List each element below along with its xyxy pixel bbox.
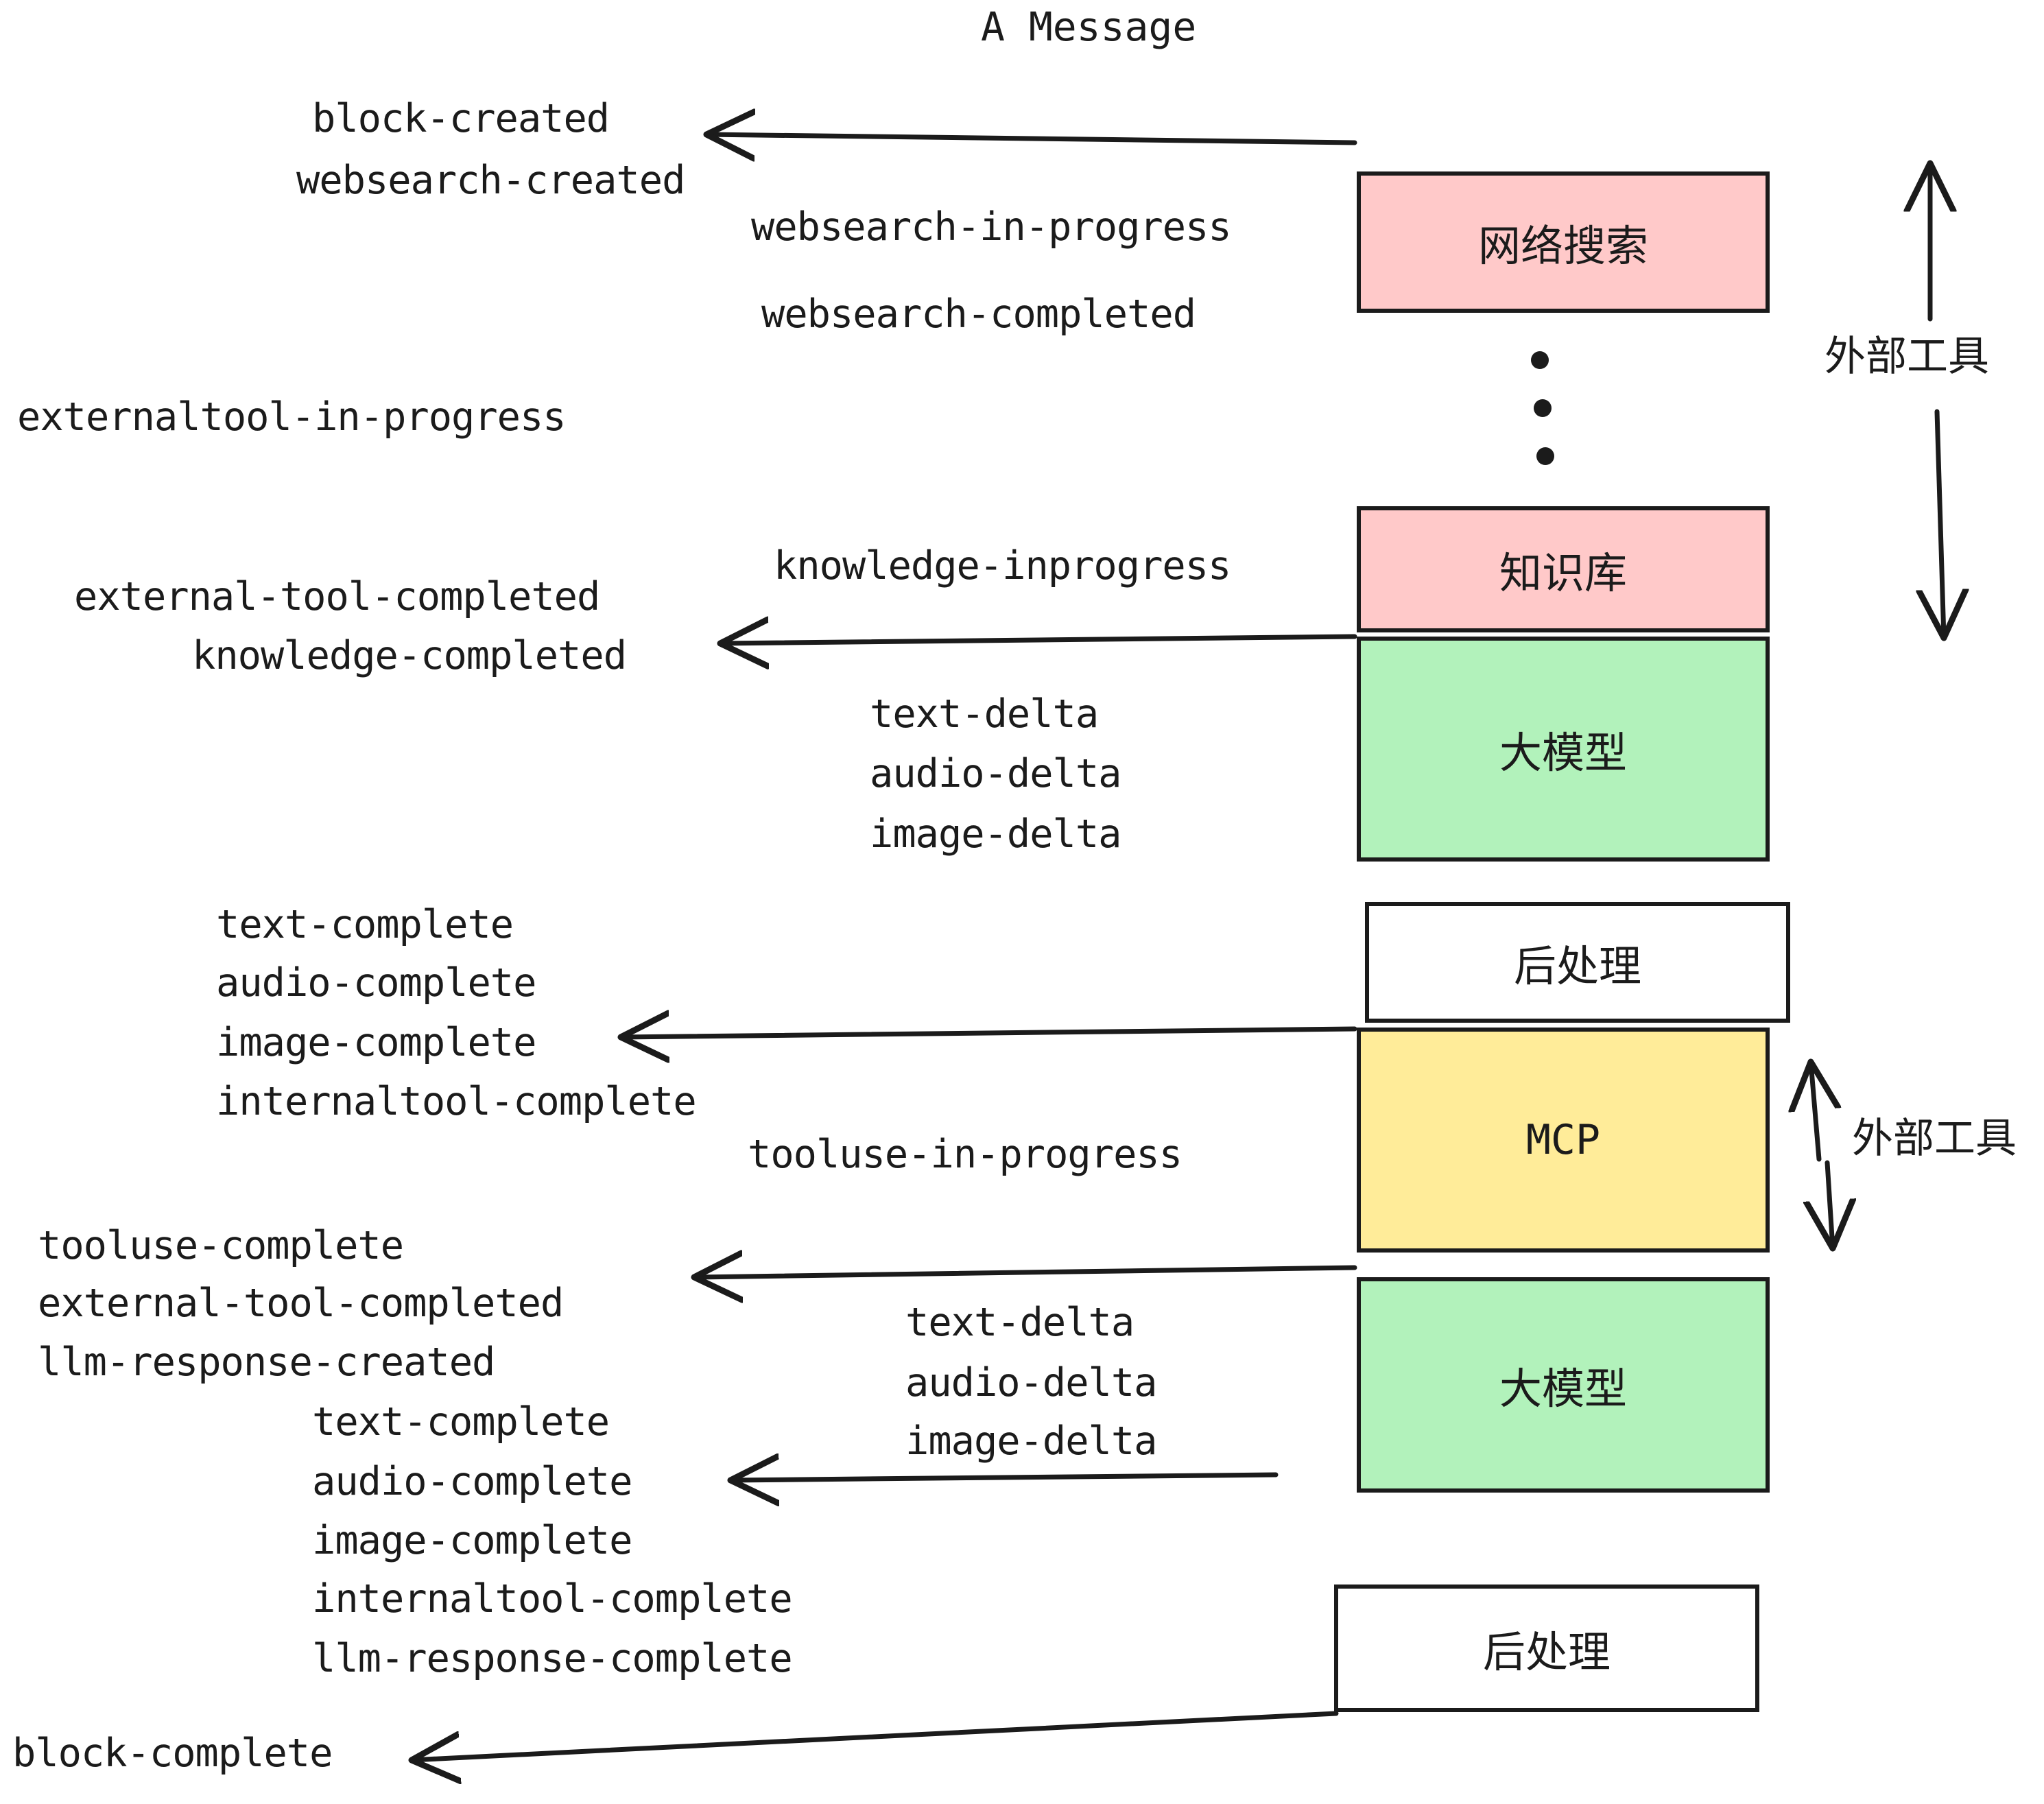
node-box[interactable]: 大模型 bbox=[1357, 637, 1770, 862]
event-label: llm-response-created bbox=[38, 1340, 495, 1385]
event-label: block-complete bbox=[12, 1731, 333, 1776]
llm2-to-audio-complete bbox=[730, 1475, 1279, 1480]
event-label: external-tool-completed bbox=[38, 1281, 564, 1326]
event-label: llm-response-complete bbox=[312, 1636, 793, 1681]
event-label: external-tool-completed bbox=[74, 574, 600, 619]
event-label: image-complete bbox=[216, 1020, 536, 1065]
node-box[interactable]: 后处理 bbox=[1365, 902, 1790, 1023]
event-label: text-complete bbox=[216, 902, 514, 947]
event-label: text-delta bbox=[905, 1300, 1134, 1345]
event-label: audio-delta bbox=[905, 1360, 1157, 1405]
node-box-label: 后处理 bbox=[1513, 941, 1641, 991]
websearch-to-block-created bbox=[706, 134, 1357, 143]
node-box[interactable]: 后处理 bbox=[1334, 1585, 1759, 1712]
event-label: externaltool-in-progress bbox=[17, 394, 567, 440]
scope-label: 外部工具 bbox=[1825, 333, 1989, 381]
ellipsis-dot bbox=[1536, 447, 1554, 465]
event-label: image-delta bbox=[870, 811, 1121, 857]
event-label: knowledge-completed bbox=[192, 633, 627, 678]
node-box[interactable]: 网络搜索 bbox=[1357, 171, 1770, 313]
external-tool-scope-down bbox=[1937, 409, 1944, 638]
node-box[interactable]: 大模型 bbox=[1357, 1277, 1770, 1493]
llm2-to-tooluse-complete bbox=[694, 1268, 1357, 1277]
node-box-label: 网络搜索 bbox=[1477, 221, 1648, 271]
event-label: websearch-completed bbox=[761, 292, 1196, 337]
llm-to-knowledge-completed bbox=[720, 637, 1357, 643]
event-label: image-complete bbox=[312, 1518, 632, 1563]
scope-label: 外部工具 bbox=[1852, 1115, 2017, 1163]
event-label: audio-complete bbox=[216, 960, 536, 1006]
event-label: tooluse-complete bbox=[38, 1223, 404, 1268]
event-label: tooluse-in-progress bbox=[748, 1132, 1183, 1177]
event-label: audio-delta bbox=[870, 751, 1121, 796]
external-tool2-scope-down bbox=[1827, 1160, 1833, 1248]
event-label: text-delta bbox=[870, 691, 1099, 737]
node-box-label: 大模型 bbox=[1499, 728, 1627, 778]
event-label: image-delta bbox=[905, 1419, 1157, 1464]
event-label: block-created bbox=[312, 96, 610, 141]
node-box[interactable]: 知识库 bbox=[1357, 506, 1770, 632]
event-label: websearch-created bbox=[296, 158, 685, 203]
mcp-to-image-complete bbox=[621, 1029, 1357, 1037]
diagram-title: A Message bbox=[981, 3, 1197, 50]
node-box-label: 知识库 bbox=[1499, 548, 1627, 598]
node-box-label: 大模型 bbox=[1499, 1364, 1627, 1414]
node-box[interactable]: MCP bbox=[1357, 1028, 1770, 1253]
event-label: knowledge-inprogress bbox=[774, 543, 1231, 589]
ellipsis-dot bbox=[1534, 399, 1552, 417]
event-label: text-complete bbox=[312, 1399, 610, 1445]
postprocess-to-block-complete bbox=[412, 1711, 1339, 1760]
event-label: audio-complete bbox=[312, 1459, 632, 1504]
node-box-label: 后处理 bbox=[1482, 1627, 1611, 1677]
event-label: internaltool-complete bbox=[216, 1079, 697, 1124]
external-tool2-scope-up bbox=[1811, 1062, 1819, 1162]
node-box-label: MCP bbox=[1525, 1116, 1601, 1164]
ellipsis-dot bbox=[1531, 351, 1549, 369]
event-label: websearch-in-progress bbox=[751, 204, 1232, 250]
event-label: internaltool-complete bbox=[312, 1576, 793, 1622]
